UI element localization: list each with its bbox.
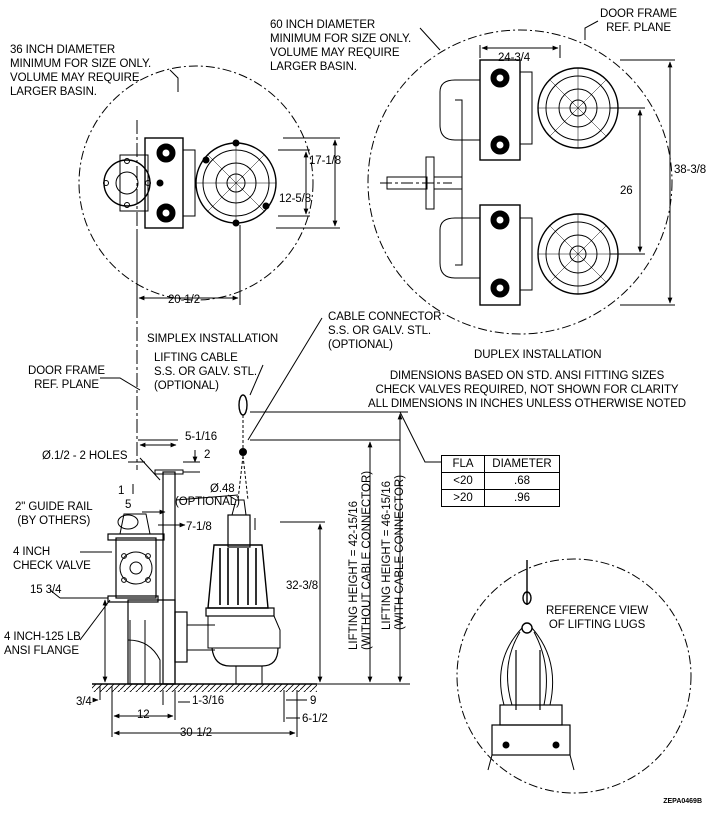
- holes-label: Ø.1/2 - 2 HOLES: [42, 450, 128, 462]
- dim-3-4: 3/4: [76, 696, 92, 708]
- note-line: LARGER BASIN.: [10, 86, 97, 98]
- col-header-fla: FLA: [441, 455, 485, 473]
- table-row: <20 .68: [441, 472, 560, 490]
- elevation-view: [49, 317, 441, 737]
- dim-26: 26: [620, 185, 633, 197]
- dim-12: 12: [137, 709, 150, 721]
- lifting-cable-label: LIFTING CABLE S.S. OR GALV. STL. (OPTION…: [154, 352, 258, 392]
- dim-30-1-2: 30-1/2: [180, 727, 213, 739]
- dim-17-1-8: 17-1/8: [309, 155, 342, 167]
- dim-1-3-16: 1-3/16: [192, 695, 225, 707]
- flange-label: 4 INCH-125 LB ANSI FLANGE: [4, 631, 81, 657]
- duplex-title: DUPLEX INSTALLATION: [474, 349, 602, 361]
- note-line: MINIMUM FOR SIZE ONLY.: [10, 58, 152, 70]
- dim-5-1-16: 5-1/16: [185, 431, 218, 443]
- dim-5: 5: [125, 499, 132, 511]
- dim-24-3-4: 24-3/4: [498, 52, 531, 64]
- dim-7-1-8: 7-1/8: [186, 521, 212, 533]
- dim-12-5-8: 12-5/8: [279, 193, 312, 205]
- duplex-plan-view: [367, 29, 675, 335]
- dim-9: 9: [310, 695, 317, 707]
- note-line: MINIMUM FOR SIZE ONLY.: [270, 33, 412, 45]
- table-cell: <20: [441, 472, 485, 490]
- dim-2: 2: [204, 449, 211, 461]
- note-line: 36 INCH DIAMETER: [10, 44, 116, 56]
- dim-15-3-4: 15 3/4: [30, 584, 62, 596]
- drawing-code: ZEPA0469B: [663, 798, 702, 805]
- door-frame-label-top: DOOR FRAME REF. PLANE: [600, 8, 677, 34]
- duplex-basin-note: 60 INCH DIAMETER MINIMUM FOR SIZE ONLY. …: [270, 18, 411, 74]
- check-valve-label: 4 INCH CHECK VALVE: [13, 546, 91, 572]
- cable-connector-label: CABLE CONNECTOR S.S. OR GALV. STL. (OPTI…: [328, 311, 442, 351]
- table-cell: .68: [484, 472, 560, 490]
- simplex-title: SIMPLEX INSTALLATION: [147, 333, 279, 345]
- note-line: 60 INCH DIAMETER: [270, 19, 376, 31]
- simplex-plan-view: [78, 65, 340, 470]
- dim-38-3-8: 38-3/8: [674, 164, 707, 176]
- dim-1: 1: [118, 485, 125, 497]
- reference-lug-view: [456, 558, 692, 794]
- note-line: ALL DIMENSIONS IN INCHES UNLESS OTHERWIS…: [368, 398, 686, 410]
- note-line: CHECK VALVES REQUIRED, NOT SHOWN FOR CLA…: [375, 384, 679, 396]
- note-line: DIMENSIONS BASED ON STD. ANSI FITTING SI…: [389, 370, 665, 382]
- lifting-height-with: LIFTING HEIGHT = 46-15/16 (WITH CABLE CO…: [381, 474, 406, 630]
- note-line: VOLUME MAY REQUIRE: [10, 72, 140, 84]
- optional-label: (OPTIONAL): [175, 496, 240, 508]
- general-notes: DIMENSIONS BASED ON STD. ANSI FITTING SI…: [367, 369, 687, 411]
- simplex-basin-note: 36 INCH DIAMETER MINIMUM FOR SIZE ONLY. …: [10, 43, 151, 99]
- dim-6-1-2: 6-1/2: [302, 713, 328, 725]
- door-frame-label-left: DOOR FRAME REF. PLANE: [28, 365, 105, 391]
- note-line: VOLUME MAY REQUIRE: [270, 47, 400, 59]
- fla-table: FLA DIAMETER <20 .68 >20 .96: [441, 455, 560, 507]
- table-row: >20 .96: [441, 489, 560, 507]
- table-header-row: FLA DIAMETER: [441, 455, 560, 473]
- reference-view-label: REFERENCE VIEW OF LIFTING LUGS: [546, 605, 649, 631]
- dim-20-1-2: 20-1/2: [168, 294, 201, 306]
- lifting-height-without: LIFTING HEIGHT = 42-15/16 (WITHOUT CABLE…: [348, 470, 373, 650]
- table-cell: >20: [441, 489, 485, 507]
- dim-048: Ø.48: [210, 483, 235, 495]
- guide-rail-label: 2" GUIDE RAIL (BY OTHERS): [15, 501, 93, 527]
- table-cell: .96: [484, 489, 560, 507]
- dim-32-3-8: 32-3/8: [286, 580, 319, 592]
- col-header-diameter: DIAMETER: [484, 455, 560, 473]
- note-line: LARGER BASIN.: [270, 61, 357, 73]
